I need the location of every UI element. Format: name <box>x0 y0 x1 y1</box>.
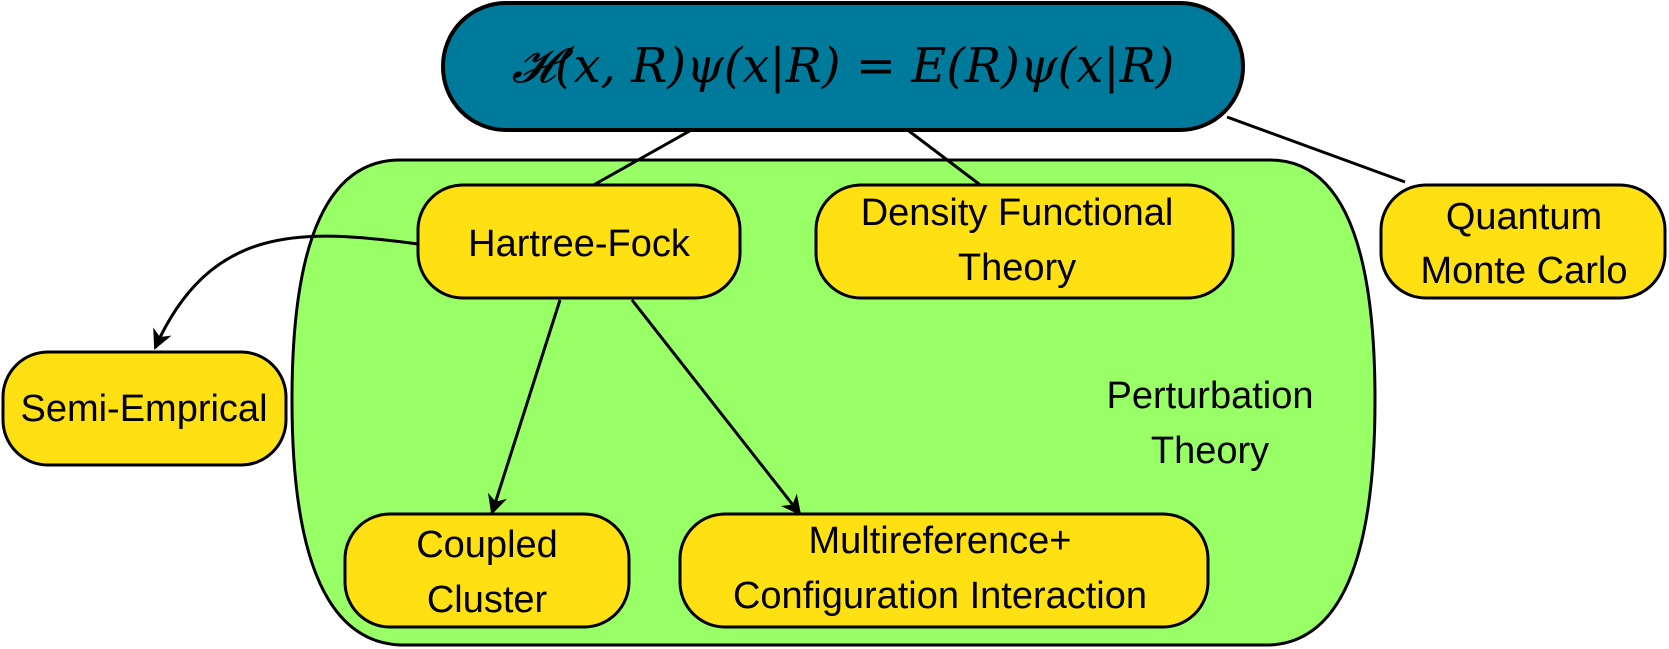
node-hartree-fock-label: Hartree-Fock <box>468 223 691 265</box>
node-multireference-ci: Multireference+ Configuration Interactio… <box>678 512 1210 629</box>
node-qmc-label-line2: Monte Carlo <box>1421 250 1628 292</box>
node-dft-label-line1: Density Functional <box>861 192 1174 234</box>
node-multireference-label-line2: Configuration Interaction <box>733 575 1147 617</box>
connector-equation-dft <box>904 126 984 189</box>
node-multireference-label-line1: Multireference+ <box>809 520 1072 562</box>
schrodinger-equation-box: 𝓗(x, R)ψ(x|R) = E(R)ψ(x|R) <box>441 1 1245 132</box>
node-coupled-cluster: Coupled Cluster <box>343 512 631 629</box>
equation-text: 𝓗(x, R)ψ(x|R) = E(R)ψ(x|R) <box>512 38 1175 94</box>
perturbation-theory-label-line1: Perturbation <box>1106 375 1313 417</box>
perturbation-theory-label-line2: Theory <box>1151 430 1269 472</box>
node-coupled-cluster-label-line2: Cluster <box>427 579 548 621</box>
node-semi-empirical-label: Semi-Emprical <box>20 388 267 430</box>
node-qmc-label-line1: Quantum <box>1446 196 1602 238</box>
node-hartree-fock: Hartree-Fock <box>416 183 742 300</box>
node-quantum-monte-carlo: Quantum Monte Carlo <box>1379 183 1667 300</box>
node-coupled-cluster-label-line1: Coupled <box>416 524 558 566</box>
arrow-hartree-fock-to-multireference <box>630 299 802 516</box>
connector-equation-qmc <box>1226 115 1406 184</box>
arrow-hartree-fock-to-coupled-cluster <box>487 299 562 515</box>
connector-equation-hartree-fock <box>589 126 696 189</box>
arrow-hartree-fock-to-semi-empirical <box>153 234 419 350</box>
node-density-functional-theory: Density Functional Theory <box>814 183 1235 300</box>
node-semi-empirical: Semi-Emprical <box>1 350 288 467</box>
node-dft-label-line2: Theory <box>958 247 1076 289</box>
